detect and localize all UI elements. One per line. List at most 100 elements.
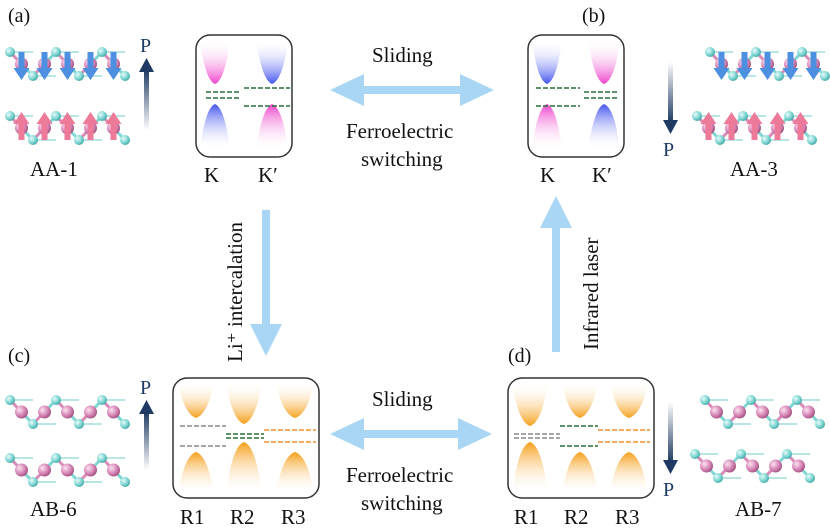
- spin-up-arrow: [36, 112, 53, 140]
- aa3-top-layer-chalcogen-atom: [728, 71, 738, 81]
- band-a-kp-cond: [256, 40, 288, 84]
- band-c-r2-val: [226, 442, 262, 494]
- band-c-r3-cond: [276, 382, 314, 418]
- band-b-kp-cond: [588, 40, 620, 84]
- ab6-bottom-layer-chalcogen-atom: [5, 453, 15, 463]
- spin-up-arrow: [82, 112, 99, 140]
- ab7-bottom-layer-chalcogen-atom: [736, 449, 746, 459]
- aa1-bottom-layer-chalcogen-atom: [28, 135, 38, 145]
- ab6-top-layer-chalcogen-atom: [74, 419, 84, 429]
- spin-up-arrow: [105, 112, 122, 140]
- band-c-r3-val: [276, 452, 314, 494]
- ab6-top-layer-chalcogen-atom: [5, 395, 15, 405]
- ab6-top-layer-chalcogen-atom: [97, 395, 107, 405]
- band-d-r2-cond: [562, 382, 598, 418]
- aa3-top-layer-chalcogen-atom: [820, 71, 830, 81]
- svg-text:P: P: [663, 479, 674, 501]
- aa3-top-layer-chalcogen-atom: [705, 47, 715, 57]
- ab7-bottom-layer-metal-atom: [700, 459, 713, 473]
- aa1-top-layer-chalcogen-atom: [51, 47, 61, 57]
- band-b-k-val: [532, 104, 562, 150]
- top-sliding-label: Sliding: [372, 43, 433, 67]
- ab6-bottom-layer-chalcogen-atom: [120, 477, 130, 487]
- top-ferroelectric-label: Ferroelectric: [346, 119, 453, 143]
- svg-text:P: P: [140, 35, 151, 57]
- infrared-laser-label: Infrared laser: [579, 237, 603, 350]
- aa1-top-layer-chalcogen-atom: [28, 71, 38, 81]
- spin-up-arrow: [792, 112, 809, 140]
- ab6-top-layer-metal-atom: [107, 405, 120, 419]
- ab6-bottom-layer-chalcogen-atom: [74, 477, 84, 487]
- valley-label-d-r1: R1: [514, 505, 539, 529]
- band-c-r2-cond: [226, 382, 262, 424]
- stacking-label-aa-3: AA-3: [730, 157, 778, 181]
- ab7-bottom-layer-chalcogen-atom: [782, 449, 792, 459]
- band-a-k-cond: [200, 40, 230, 84]
- stacking-label-ab-7: AB-7: [735, 497, 782, 521]
- band-d-r3-val: [610, 452, 648, 494]
- spin-up-arrow: [13, 112, 30, 140]
- double-arrow-bottom: [330, 418, 492, 450]
- ab7-top-layer-chalcogen-atom: [700, 395, 710, 405]
- spin-up-arrow: [723, 112, 740, 140]
- bottom-switching-label: switching: [361, 491, 443, 515]
- valley-label-c-r2: R2: [230, 505, 255, 529]
- ab6-bottom-layer-metal-atom: [61, 463, 74, 477]
- ab7-top-layer-chalcogen-atom: [746, 395, 756, 405]
- ab7-bottom-layer-chalcogen-atom: [713, 473, 723, 483]
- band-a-kp-val: [256, 104, 288, 150]
- aa1-bottom-layer-chalcogen-atom: [74, 135, 84, 145]
- structure-aa-3: [692, 47, 830, 145]
- aa3-top-layer-chalcogen-atom: [797, 47, 807, 57]
- ab7-top-layer-chalcogen-atom: [769, 419, 779, 429]
- ab7-bottom-layer-metal-atom: [746, 459, 759, 473]
- panel-d-tag: (d): [508, 345, 531, 367]
- aa3-bottom-layer-chalcogen-atom: [807, 135, 817, 145]
- svg-text:P: P: [140, 377, 151, 399]
- spin-down-arrow: [805, 52, 822, 80]
- band-box-c: [172, 377, 320, 499]
- ab7-top-layer: [700, 395, 825, 429]
- ab7-top-layer-chalcogen-atom: [815, 419, 825, 429]
- arrow-down-left: [250, 210, 282, 356]
- valley-label-c-r3: R3: [281, 505, 306, 529]
- spin-down-arrow: [82, 52, 99, 80]
- ab7-bottom-layer-metal-atom: [792, 459, 805, 473]
- band-d-r1-val: [512, 442, 548, 494]
- aa3-bottom-layer-chalcogen-atom: [784, 111, 794, 121]
- spin-up-arrow: [59, 112, 76, 140]
- ab7-top-layer-metal-atom: [710, 405, 723, 419]
- polarization-arrow-down-b: P: [663, 62, 678, 161]
- svg-text:P: P: [663, 139, 674, 161]
- ab6-bottom-layer-metal-atom: [15, 463, 28, 477]
- aa1-bottom-layer-chalcogen-atom: [120, 135, 130, 145]
- valley-label-a-k: K: [204, 163, 219, 187]
- aa1-top-layer-chalcogen-atom: [120, 71, 130, 81]
- ab6-top-layer-metal-atom: [15, 405, 28, 419]
- ab7-bottom-layer-chalcogen-atom: [759, 473, 769, 483]
- band-c-r1-cond: [178, 382, 214, 418]
- ab6-bottom-layer-metal-atom: [84, 463, 97, 477]
- spin-down-arrow: [713, 52, 730, 80]
- li-intercalation-label: Li⁺ intercalation: [223, 222, 247, 362]
- aa3-top-layer-chalcogen-atom: [774, 71, 784, 81]
- band-box-a: [195, 34, 293, 158]
- aa3-top-layer-chalcogen-atom: [751, 47, 761, 57]
- ab6-top-layer-metal-atom: [61, 405, 74, 419]
- polarization-arrow-down-d: P: [663, 402, 678, 501]
- ab7-top-layer-metal-atom: [802, 405, 815, 419]
- band-c-r1-val: [178, 452, 214, 494]
- ab7-bottom-layer-metal-atom: [723, 459, 736, 473]
- ab7-top-layer-metal-atom: [756, 405, 769, 419]
- ab7-top-layer-chalcogen-atom: [792, 395, 802, 405]
- spin-down-arrow: [13, 52, 30, 80]
- panel-b-tag: (b): [582, 5, 605, 27]
- ab7-bottom-layer-chalcogen-atom: [690, 449, 700, 459]
- valley-label-d-r3: R3: [615, 505, 640, 529]
- aa3-bottom-layer-chalcogen-atom: [738, 111, 748, 121]
- ab6-bottom-layer-chalcogen-atom: [28, 477, 38, 487]
- ab6-top-layer-metal-atom: [84, 405, 97, 419]
- ab7-top-layer-metal-atom: [779, 405, 792, 419]
- aa1-bottom-layer-chalcogen-atom: [51, 111, 61, 121]
